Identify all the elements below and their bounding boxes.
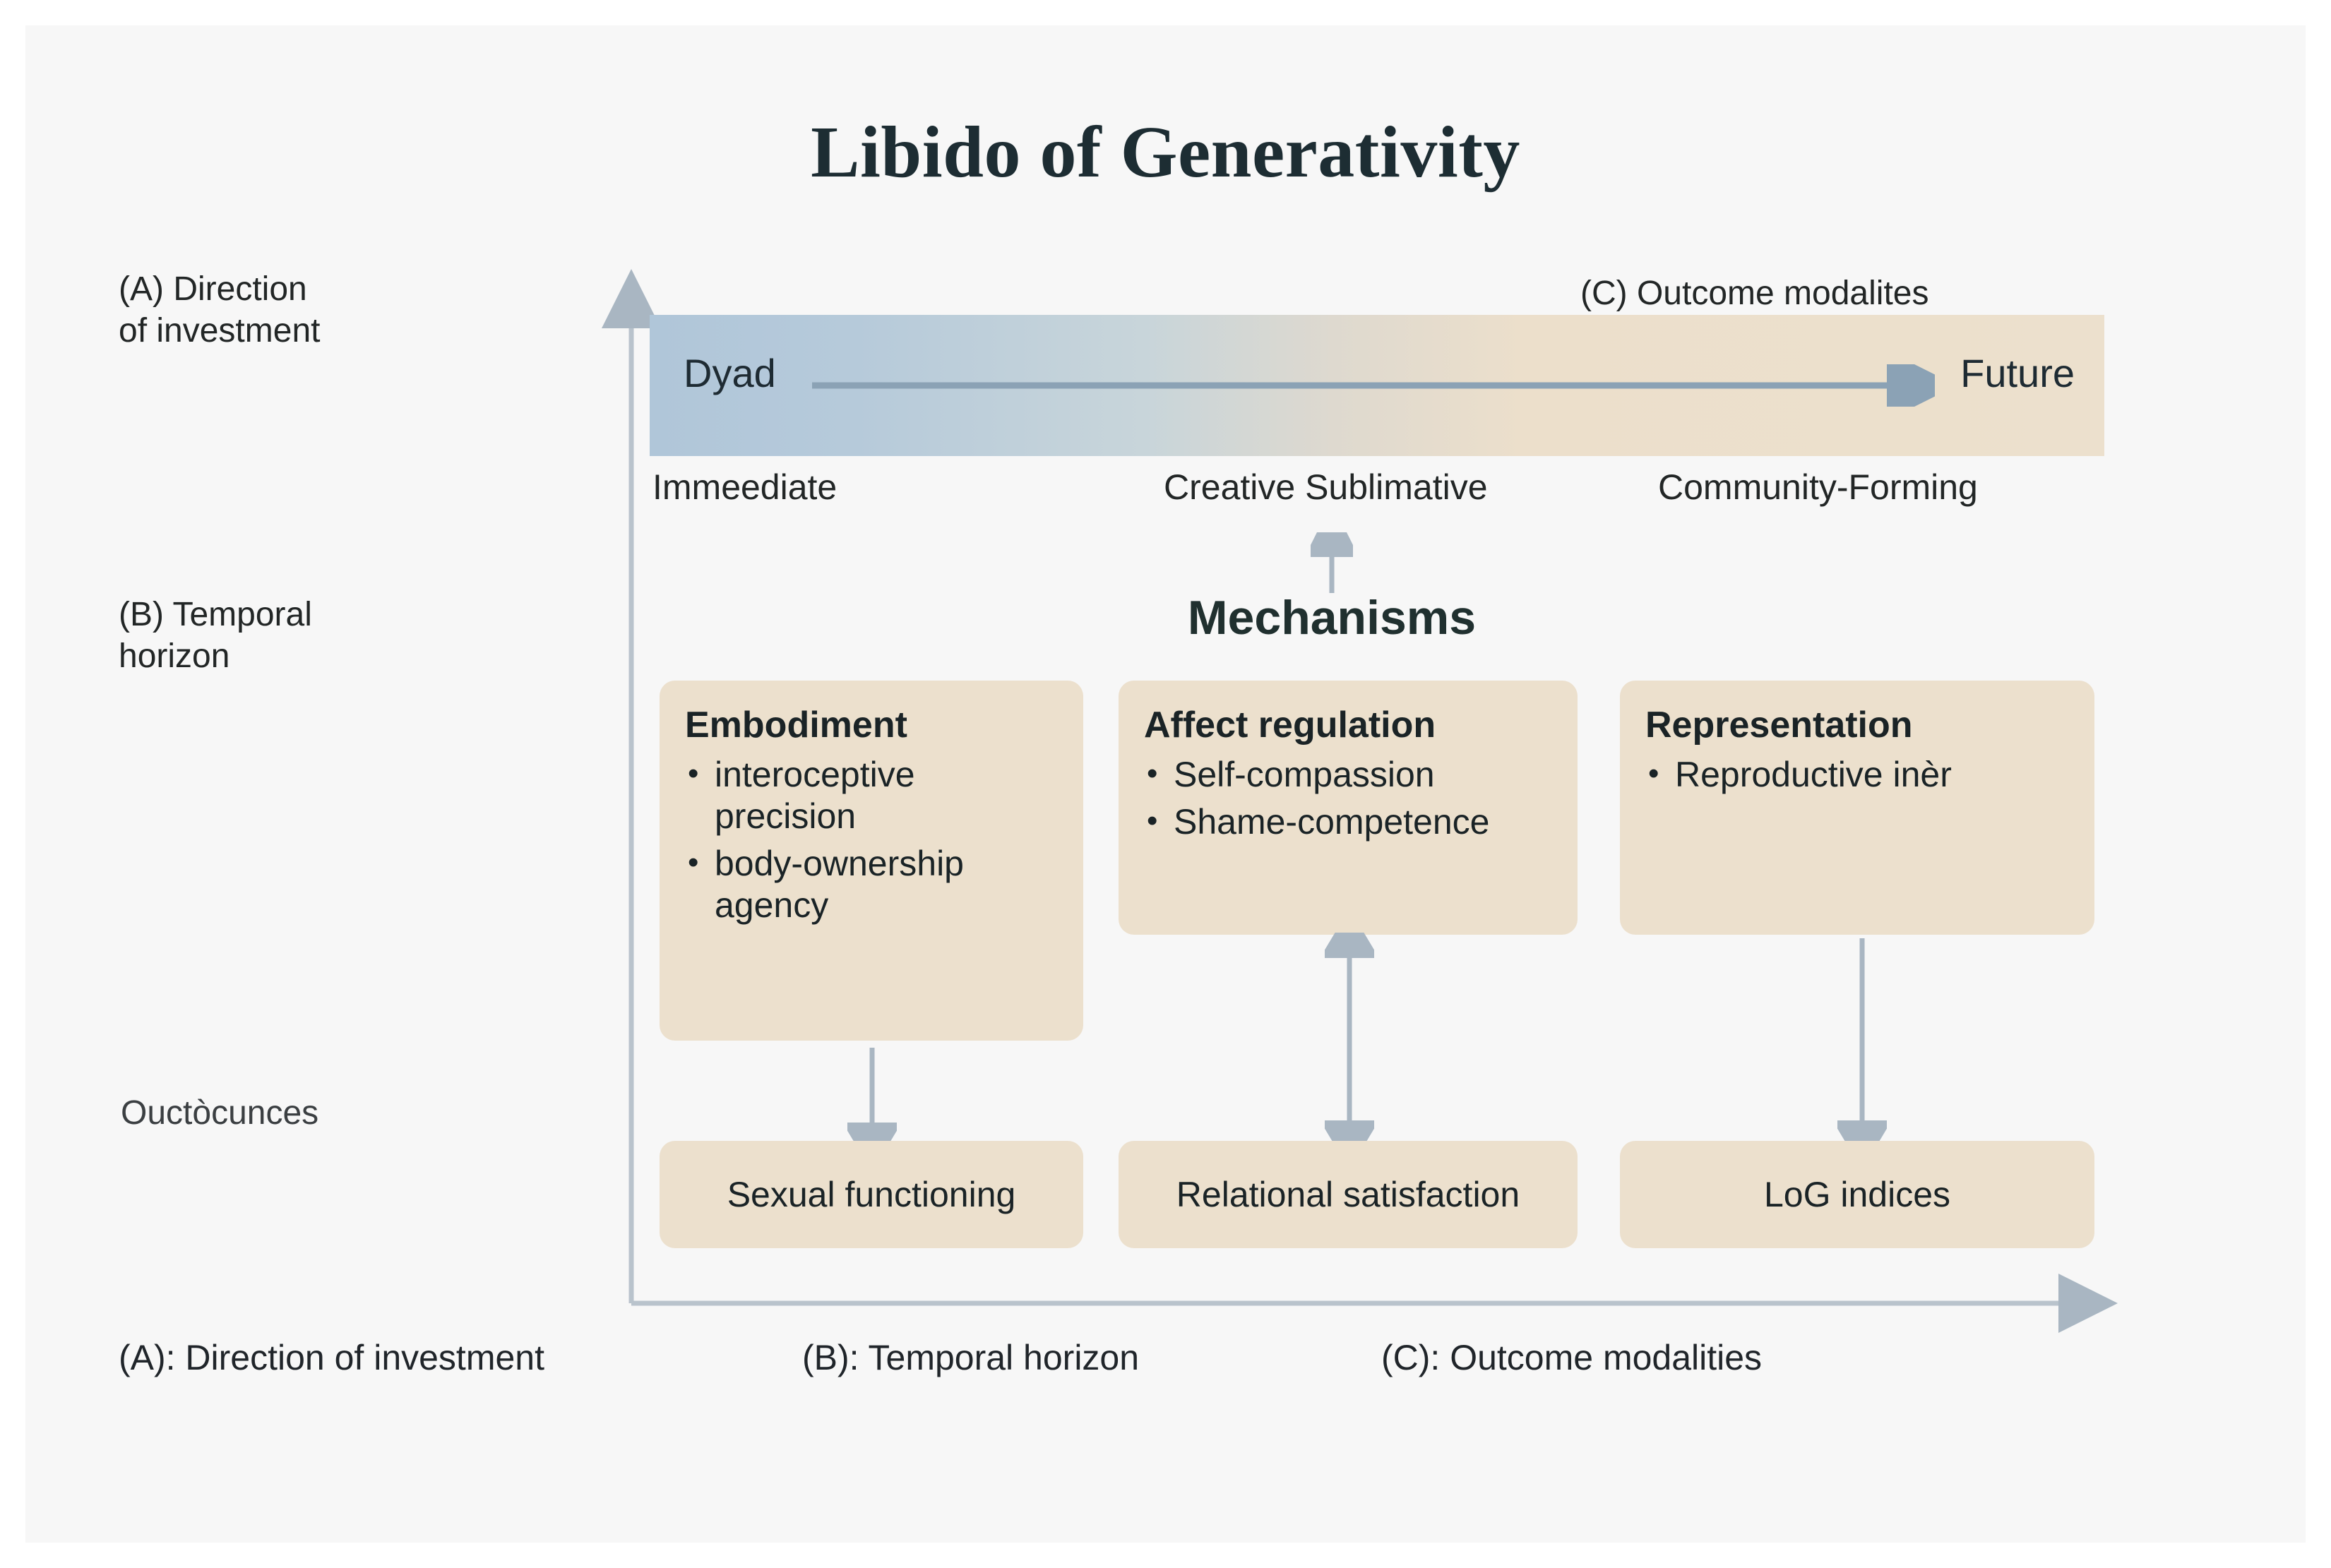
- card-bullet-list: Reproductive inèr: [1645, 754, 2069, 796]
- axis-label-c: (C) Outcome modalites: [1580, 275, 1929, 312]
- axis-label-a-line1: (A) Direction: [119, 270, 307, 308]
- card-bullet-list: interoceptive precision body-ownership a…: [685, 754, 1058, 926]
- axis-label-a-line2: of investment: [119, 311, 321, 349]
- axis-label-b-line2: horizon: [119, 637, 230, 675]
- axis-label-a: (A) Direction of investment: [119, 269, 415, 352]
- column-header-immediate: Immeediate: [652, 467, 837, 507]
- outcome-box-sexual-functioning: Sexual functioning: [660, 1141, 1083, 1248]
- direction-gradient-band: Dyad Future: [650, 315, 2104, 456]
- mechanisms-up-arrow-icon: [1311, 532, 1353, 593]
- card-bullet: Self-compassion: [1144, 754, 1552, 796]
- mechanism-card-embodiment: Embodiment interoceptive precision body-…: [660, 681, 1083, 1041]
- card-bullet: Reproductive inèr: [1645, 754, 2069, 796]
- column-header-creative-sublimative: Creative Sublimative: [1164, 467, 1488, 507]
- diagram-canvas: Libido of Generativity (A) Direction of …: [25, 25, 2306, 1543]
- card-bullet: Shame-competence: [1144, 801, 1552, 843]
- connector-representation-to-outcome: [1837, 938, 1887, 1144]
- mechanism-card-affect-regulation: Affect regulation Self-compassion Shame-…: [1119, 681, 1578, 935]
- band-right-arrow-icon: [812, 364, 1935, 407]
- axis-label-b: (B) Temporal horizon: [119, 594, 415, 677]
- card-title: Representation: [1645, 705, 1913, 746]
- band-label-dyad: Dyad: [684, 351, 776, 395]
- card-bullet: body-ownership agency: [685, 843, 1058, 926]
- outcome-box-log-indices: LoG indices: [1620, 1141, 2094, 1248]
- connector-embodiment-to-outcome: [847, 1048, 897, 1144]
- card-bullet: interoceptive precision: [685, 754, 1058, 837]
- card-title: Affect regulation: [1144, 705, 1436, 746]
- mechanism-card-representation: Representation Reproductive inèr: [1620, 681, 2094, 935]
- footnote-c: (C): Outcome modalities: [1381, 1338, 1763, 1377]
- footnote-b: (B): Temporal horizon: [802, 1338, 1140, 1377]
- axis-label-outcomes: Ouctòcunces: [121, 1094, 319, 1132]
- card-bullet-list: Self-compassion Shame-competence: [1144, 754, 1552, 843]
- band-label-future: Future: [1960, 351, 2075, 395]
- mechanisms-heading: Mechanisms: [1187, 591, 1477, 645]
- axis-label-b-line1: (B) Temporal: [119, 596, 312, 633]
- page-title: Libido of Generativity: [811, 112, 1520, 193]
- outcome-box-relational-satisfaction: Relational satisfaction: [1119, 1141, 1578, 1248]
- footnote-a: (A): Direction of investment: [119, 1338, 544, 1377]
- column-header-community-forming: Community-Forming: [1658, 467, 1978, 507]
- connector-affect-to-outcome: [1325, 933, 1374, 1144]
- card-title: Embodiment: [685, 705, 907, 746]
